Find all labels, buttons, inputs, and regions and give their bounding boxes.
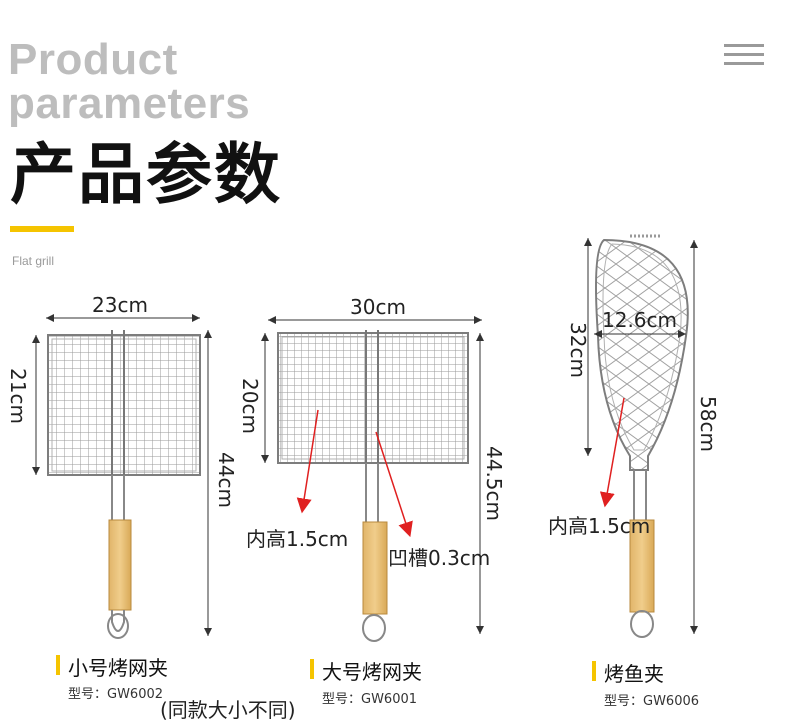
p3-model: 型号：GW6006 bbox=[604, 694, 700, 709]
p3-total-label: 58cm bbox=[696, 396, 720, 452]
p3-name: 烤鱼夹 bbox=[592, 658, 664, 687]
p3-width-label: 12.6cm bbox=[602, 308, 678, 332]
subtitle: Flat grill bbox=[12, 254, 55, 268]
fish-basket bbox=[595, 234, 689, 638]
title-en-line1: Product bbox=[8, 35, 178, 84]
p2-groove-label: 凹槽0.3cm bbox=[388, 546, 491, 570]
p2-height-label: 20cm bbox=[238, 378, 262, 434]
title-en: Product parameters bbox=[8, 38, 250, 126]
accent-bar bbox=[10, 226, 74, 232]
p2-model: 型号：GW6001 bbox=[322, 692, 418, 707]
large-grill bbox=[277, 330, 469, 642]
p1-model: 型号：GW6002 bbox=[68, 687, 164, 702]
title-zh: 产品参数 bbox=[10, 136, 282, 213]
menu-icon[interactable] bbox=[724, 44, 764, 66]
p1-width-label: 23cm bbox=[92, 293, 148, 317]
p1-height-label: 21cm bbox=[6, 368, 30, 424]
p2-name: 大号烤网夹 bbox=[310, 656, 422, 685]
small-grill bbox=[47, 330, 201, 639]
p2-width-label: 30cm bbox=[350, 295, 406, 319]
title-en-line2: parameters bbox=[8, 79, 251, 128]
note: (同款大小不同) bbox=[160, 698, 296, 722]
p2-total-label: 44.5cm bbox=[482, 446, 506, 522]
p1-name: 小号烤网夹 bbox=[56, 652, 168, 681]
p3-height-label: 32cm bbox=[566, 322, 590, 378]
p3-inner-height-label: 内高1.5cm bbox=[548, 514, 651, 538]
p1-total-label: 44cm bbox=[214, 452, 238, 508]
p2-inner-height-label: 内高1.5cm bbox=[246, 527, 349, 551]
